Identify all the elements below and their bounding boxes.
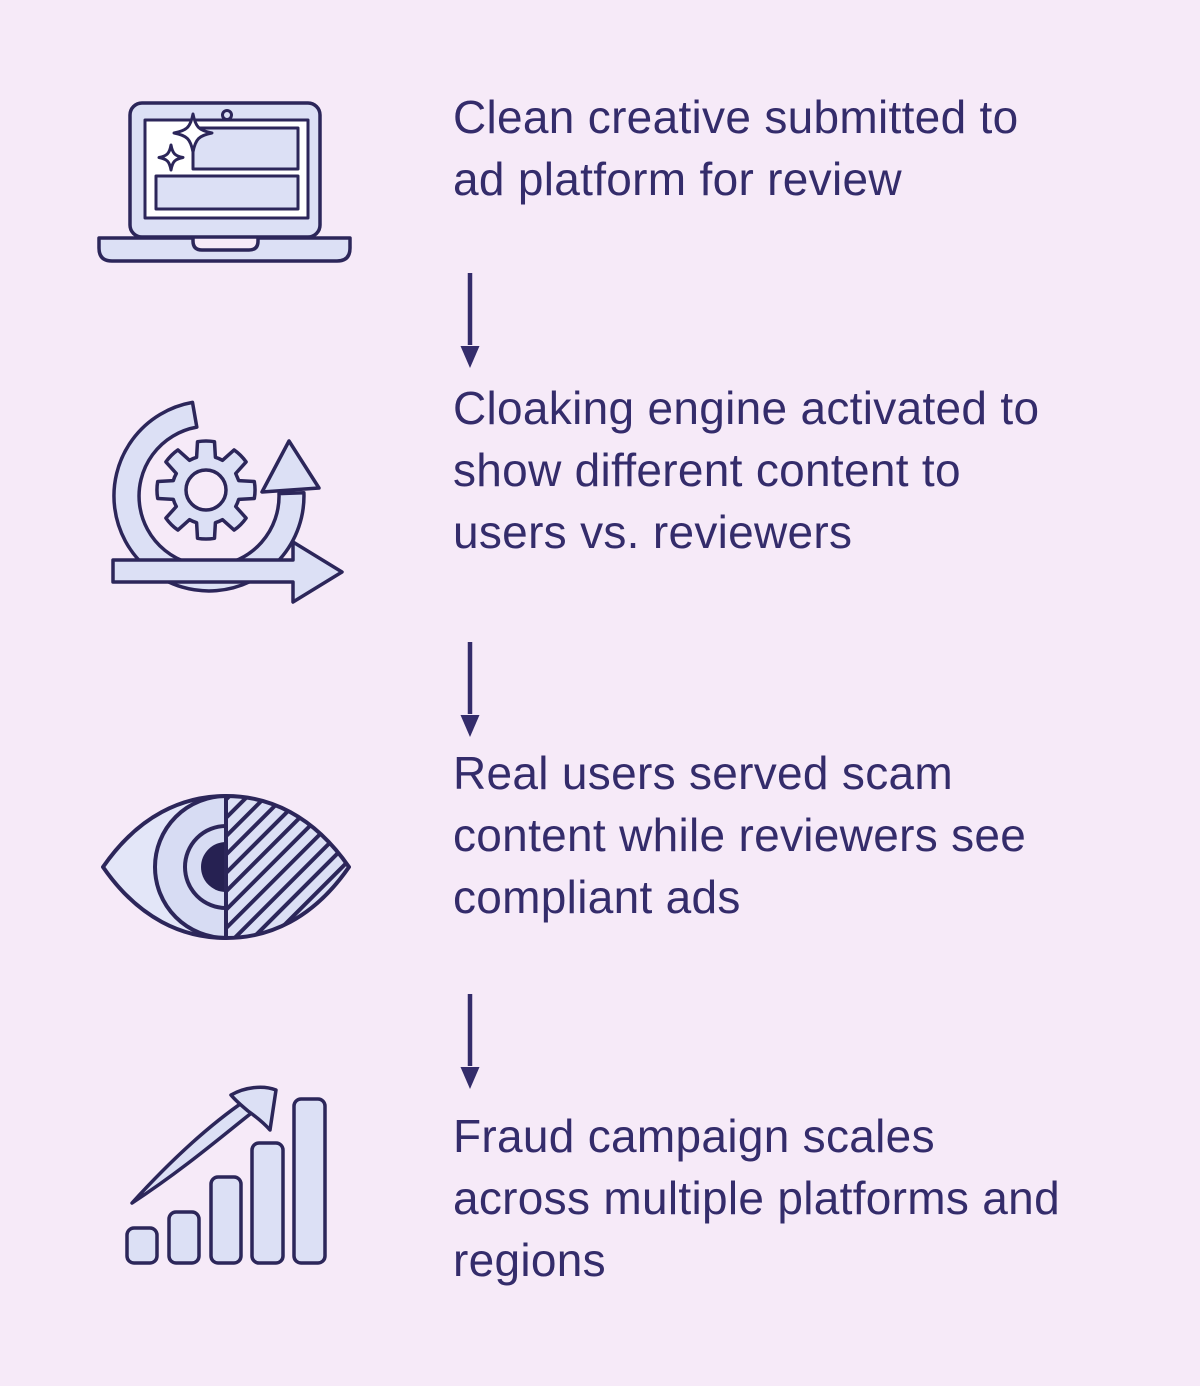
ad-banner-bottom <box>154 174 300 211</box>
bar-3 <box>209 1175 243 1265</box>
gear-hole <box>184 468 228 512</box>
sparkle-small-icon <box>157 143 185 172</box>
cloaked-eye-icon <box>101 794 351 940</box>
bar-2 <box>167 1210 201 1265</box>
step-2-icon-wrap <box>110 392 350 608</box>
cycle-ring <box>112 400 306 593</box>
bar-5 <box>292 1097 327 1265</box>
eye-hatched-half <box>226 796 349 938</box>
arrow-head <box>460 715 480 737</box>
down-arrow-icon <box>460 642 480 737</box>
eye-left-half <box>153 794 226 940</box>
iris-inner-circle <box>183 824 226 910</box>
step-4-icon-wrap <box>125 1085 327 1265</box>
down-arrow-icon <box>460 994 480 1089</box>
laptop-icon <box>97 101 352 263</box>
eye-outline <box>101 794 351 940</box>
pupil <box>201 842 226 892</box>
cycle-arrowhead-up <box>260 439 321 494</box>
bar-1 <box>125 1226 159 1265</box>
down-arrow-icon <box>460 273 480 368</box>
growth-arrow-head <box>229 1085 278 1132</box>
sparkle-large-icon <box>172 112 214 154</box>
ad-banner-top <box>191 126 300 171</box>
step-3-icon-wrap <box>101 793 351 941</box>
cycle-gear-icon <box>111 400 344 604</box>
arrow-head <box>460 1067 480 1089</box>
bar-4 <box>250 1141 285 1265</box>
step-1-description: Clean creative submitted to ad platform … <box>453 91 1019 205</box>
step-1-icon-wrap <box>97 101 353 263</box>
forward-arrow <box>111 540 344 604</box>
laptop-camera-dot <box>221 109 233 121</box>
arrow-head <box>460 346 480 368</box>
step-3-description: Real users served scam content while rev… <box>453 747 1027 923</box>
growth-bar-chart-icon <box>125 1085 327 1265</box>
laptop-base <box>97 236 352 263</box>
step-4-description: Fraud campaign scales across multiple pl… <box>453 1110 1060 1286</box>
step-2-description: Cloaking engine activated to show differ… <box>453 382 1040 558</box>
